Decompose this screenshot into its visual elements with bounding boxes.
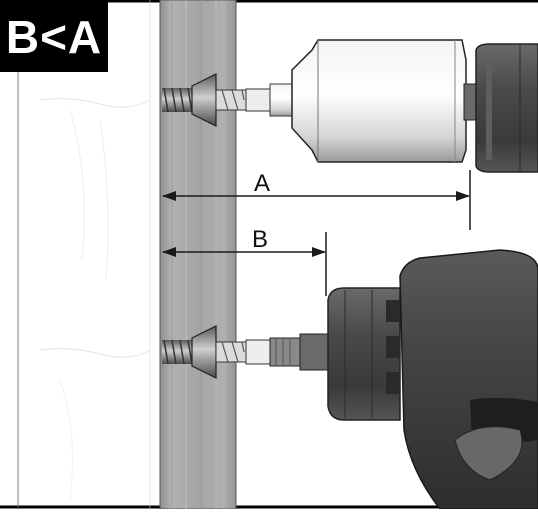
dimension-b-label: B <box>252 226 269 253</box>
dimension-b <box>162 232 327 296</box>
top-screw-icon <box>162 73 217 127</box>
bottom-bit-icon <box>215 333 329 371</box>
background-panel <box>17 0 151 509</box>
dimension-a-label: A <box>254 170 271 197</box>
wood-board <box>159 0 237 510</box>
bottom-screw-icon <box>162 325 217 379</box>
dimension-a <box>162 170 471 230</box>
callout-label: B<A <box>0 2 108 72</box>
top-drill-icon <box>291 39 538 173</box>
top-bit-icon <box>215 83 293 117</box>
bottom-drill-icon <box>327 249 538 510</box>
